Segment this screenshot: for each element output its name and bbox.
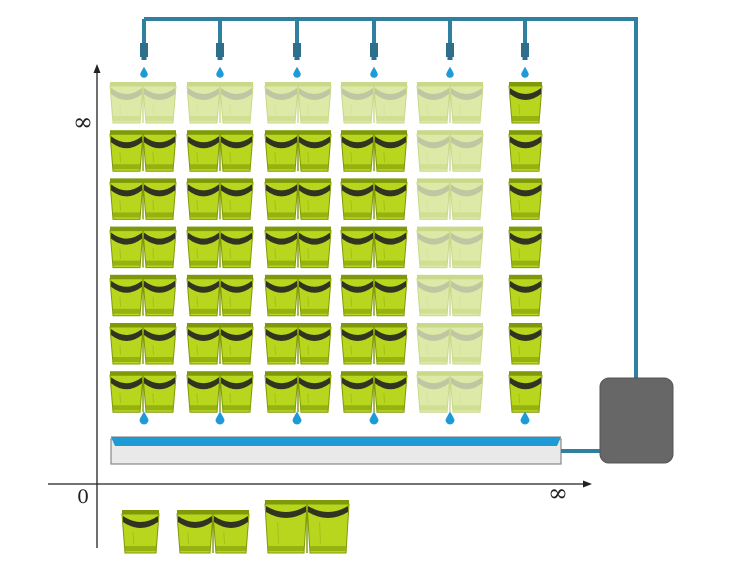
water-drop	[370, 66, 378, 78]
water-drop	[521, 66, 529, 78]
water-drop	[216, 66, 224, 78]
planter-module	[264, 178, 332, 220]
drip-emitter	[140, 43, 148, 57]
emitter-nozzle	[371, 57, 377, 60]
planter-module	[186, 178, 254, 220]
water-drop	[292, 411, 302, 425]
runoff-drops	[139, 411, 530, 425]
planter-module-narrow	[508, 226, 543, 269]
planter-module-narrow	[508, 178, 543, 220]
y-axis-max-label: ∞	[73, 108, 93, 136]
drip-emitters	[140, 43, 529, 78]
planter-module	[416, 371, 484, 413]
water-drop	[215, 411, 225, 425]
water-drop	[140, 66, 148, 78]
module-single-pocket	[121, 510, 160, 554]
x-axis-arrow	[583, 480, 592, 488]
water-drop	[139, 411, 149, 425]
water-drop	[446, 66, 454, 78]
planter-module	[416, 323, 484, 365]
planter-module	[416, 178, 484, 220]
x-axis-max-label: ∞	[548, 479, 568, 507]
planter-module	[109, 274, 177, 317]
planter-module	[416, 226, 484, 269]
emitter-nozzle	[447, 57, 453, 60]
planter-module-narrow	[508, 130, 543, 172]
drip-emitter	[293, 43, 301, 57]
planter-module	[264, 274, 332, 317]
planter-module	[416, 274, 484, 317]
planter-module	[109, 178, 177, 220]
emitter-nozzle	[141, 57, 147, 60]
planter-module	[186, 323, 254, 365]
irrigation-pipe	[142, 17, 638, 378]
trough-water	[111, 437, 561, 446]
planter-module	[340, 226, 408, 269]
planter-module	[186, 226, 254, 269]
planter-module-narrow	[508, 274, 543, 317]
planter-module	[340, 371, 408, 413]
planter-module	[264, 226, 332, 269]
planter-module	[264, 130, 332, 172]
planter-module	[340, 274, 408, 317]
planter-module	[186, 130, 254, 172]
module-large-double-pocket	[264, 500, 350, 554]
drip-emitter	[446, 43, 454, 57]
planter-module-narrow	[508, 323, 543, 365]
planter-module	[186, 82, 254, 124]
drip-emitter	[216, 43, 224, 57]
module-sizes	[121, 500, 350, 554]
planter-module	[264, 323, 332, 365]
emitter-nozzle	[522, 57, 528, 60]
planter-module	[416, 130, 484, 172]
emitter-nozzle	[294, 57, 300, 60]
planter-module-narrow	[508, 371, 543, 413]
planter-module	[109, 226, 177, 269]
planter-module	[109, 323, 177, 365]
water-drop	[520, 411, 530, 425]
planter-module	[264, 82, 332, 124]
origin-label: 0	[77, 486, 89, 508]
water-tank	[599, 377, 674, 464]
planter-module	[340, 130, 408, 172]
water-drop	[445, 411, 455, 425]
planter-module	[109, 82, 177, 124]
emitter-nozzle	[217, 57, 223, 60]
planter-module	[416, 82, 484, 124]
drip-emitter	[521, 43, 529, 57]
planter-module	[340, 178, 408, 220]
y-axis-arrow	[93, 64, 101, 73]
planter-module	[186, 274, 254, 317]
planter-wall	[109, 82, 543, 413]
water-drop	[369, 411, 379, 425]
planter-module	[109, 130, 177, 172]
planter-module	[340, 323, 408, 365]
planter-module-narrow	[508, 82, 543, 124]
planter-module	[340, 82, 408, 124]
drip-emitter	[370, 43, 378, 57]
module-double-pocket	[176, 510, 250, 554]
planter-module	[264, 371, 332, 413]
water-drop	[293, 66, 301, 78]
planter-module	[109, 371, 177, 413]
planter-module	[186, 371, 254, 413]
